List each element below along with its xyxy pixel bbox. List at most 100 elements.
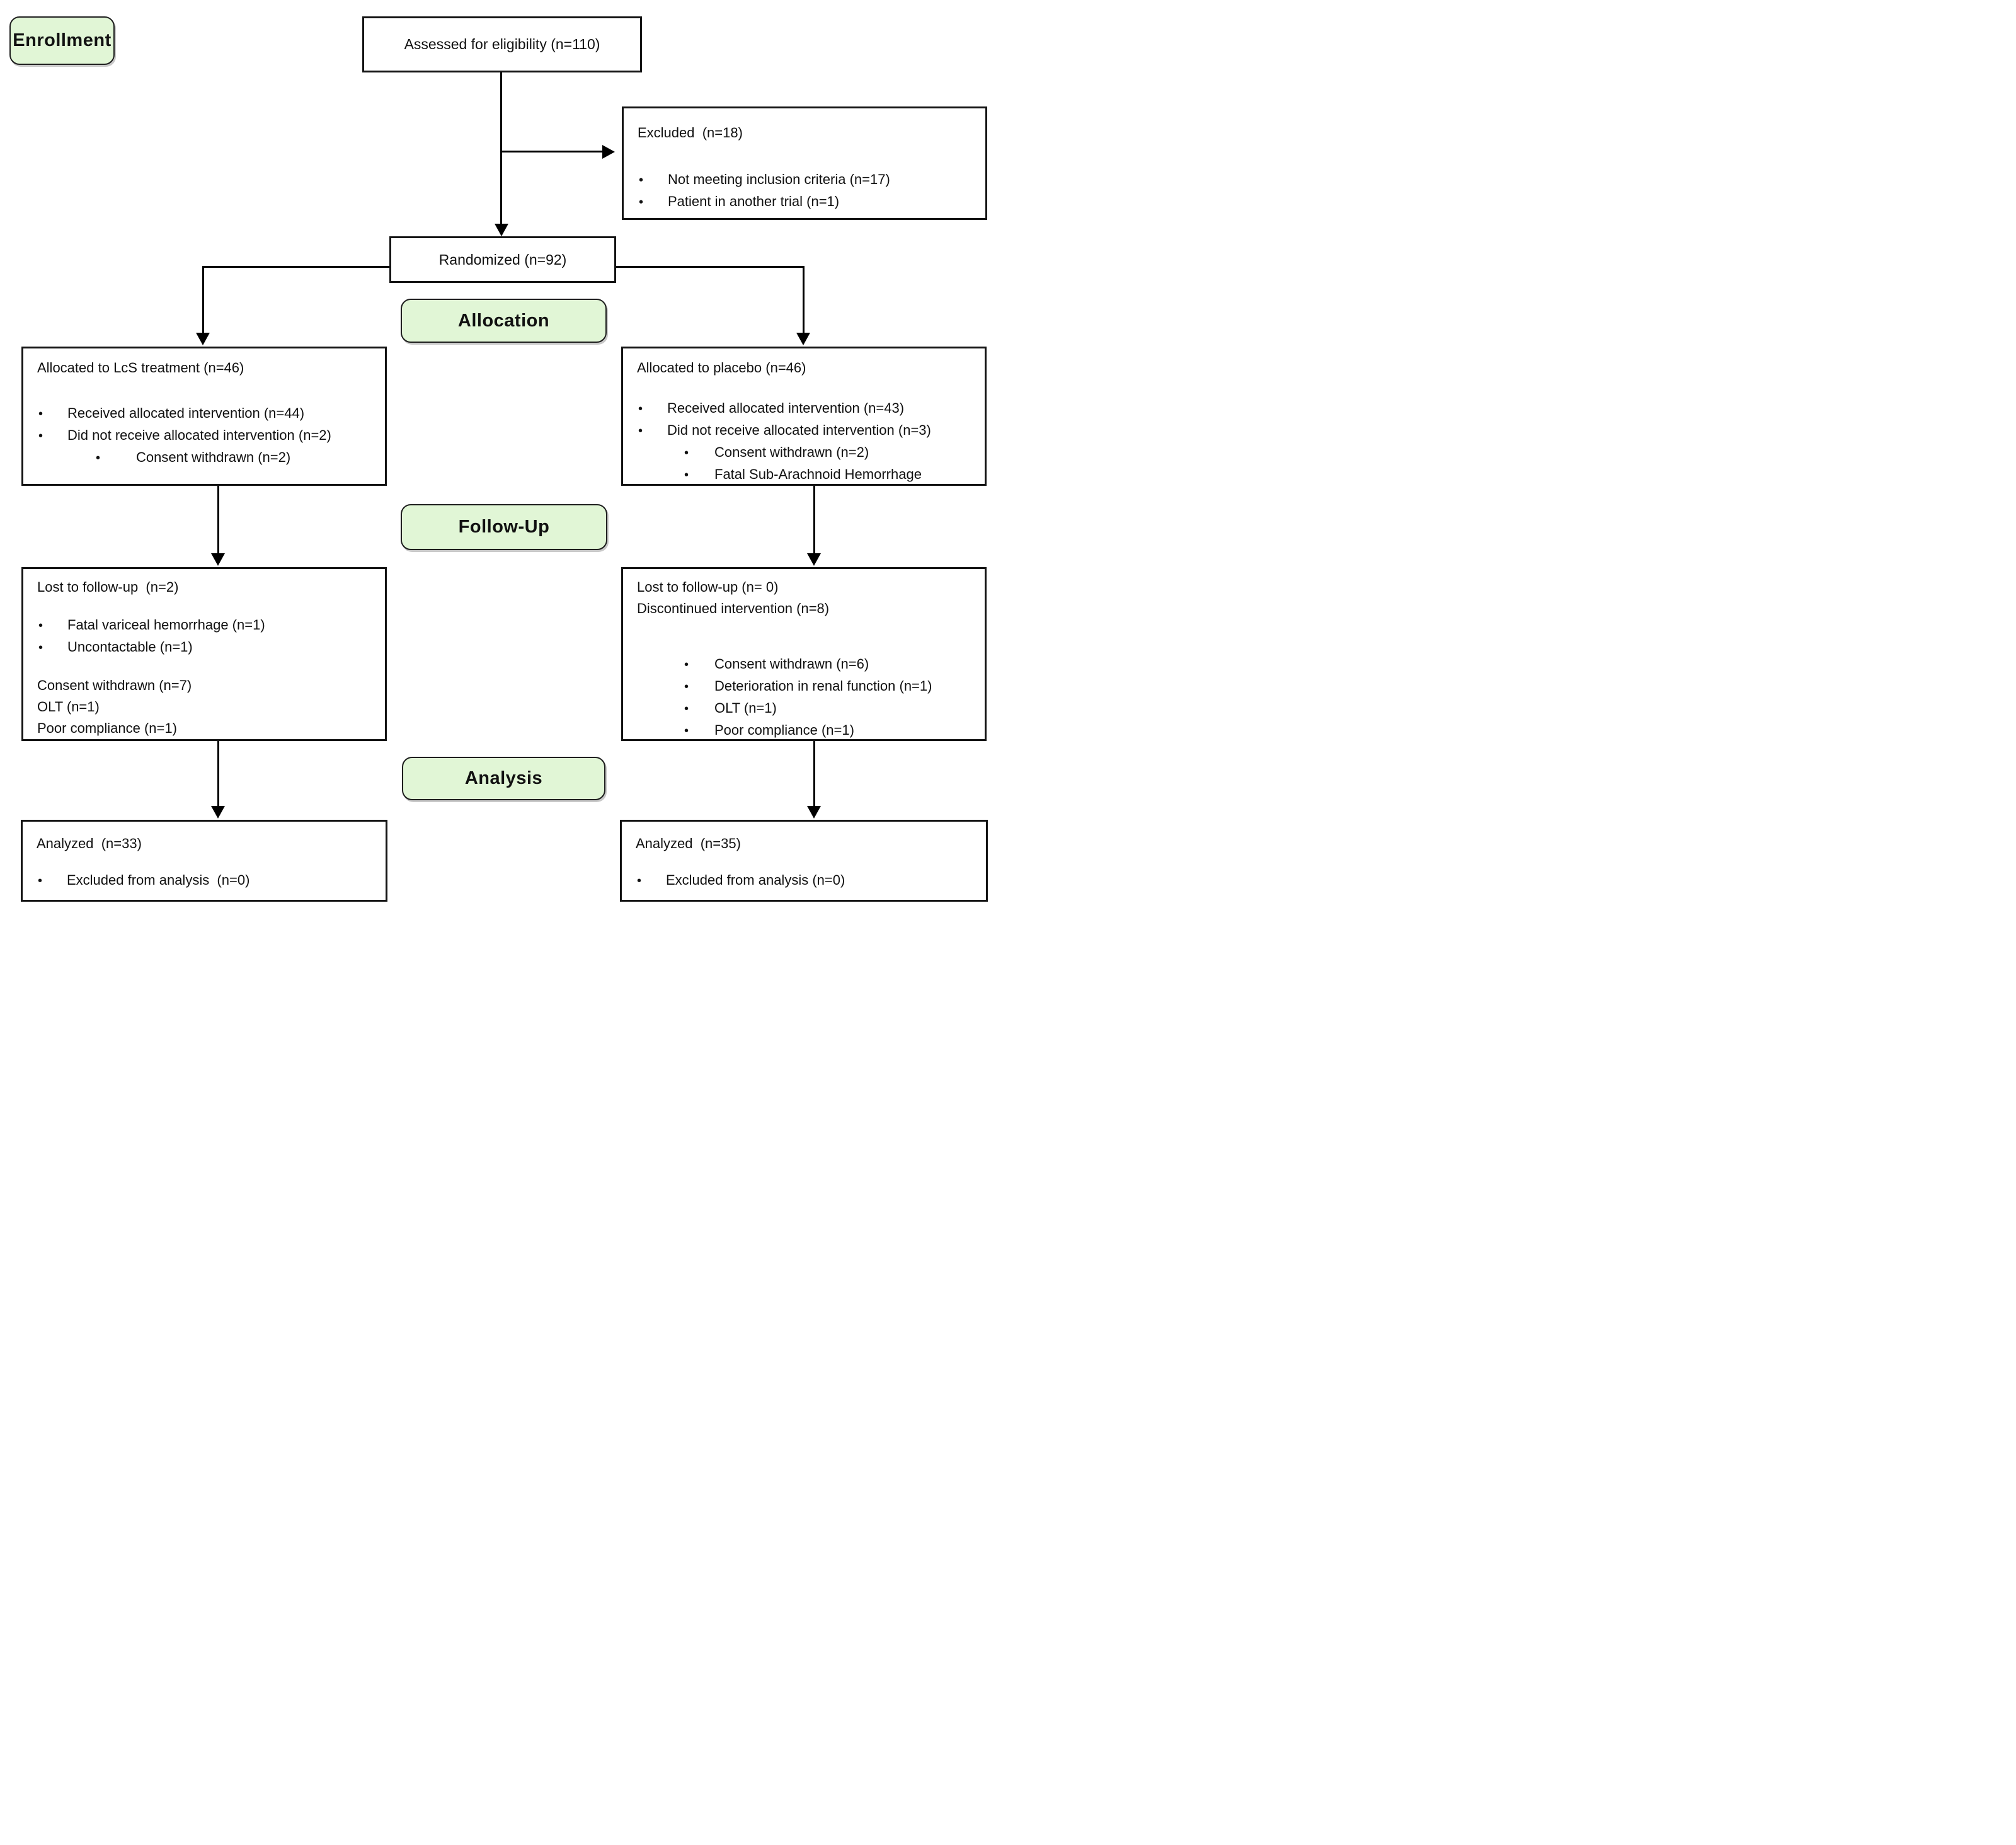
box-line: Discontinued intervention (n=8) <box>637 601 830 616</box>
bullet-dot: • <box>638 402 643 416</box>
arrow-to-excluded-line <box>501 151 604 152</box>
bullet-dot: • <box>96 451 101 465</box>
box-line: • Did not receive allocated intervention … <box>637 420 975 442</box>
lcs-followup-lines: Lost to follow-up (n=2) • Fatal variceal h… <box>23 569 385 739</box>
box-line: • Received allocated intervention (n=43) <box>637 398 975 420</box>
placebo-followup-box: Lost to follow-up (n= 0) Discontinued int… <box>621 567 987 741</box>
line-spacer <box>37 658 375 675</box>
arrow-to-excluded-head <box>602 144 615 159</box>
bullet-dot: • <box>38 874 43 888</box>
enrollment-stage-label: Enrollment <box>9 16 115 65</box>
branch-right-vertical <box>802 265 805 334</box>
bullet-text: Received allocated intervention (n=43) <box>667 400 905 416</box>
box-line: • Fatal variceal hemorrhage (n=1) <box>37 614 375 636</box>
lcs-allocation-box: Allocated to LcS treatment (n=46) • Receiv… <box>21 347 387 486</box>
lcs-analysis-box: Analyzed (n=33) • Excluded from analysis (… <box>21 820 387 902</box>
lcs-followup-box: Lost to follow-up (n=2) • Fatal variceal h… <box>21 567 387 741</box>
bullet-text: Consent withdrawn (n=2) <box>136 449 291 465</box>
followup-stage-text: Follow-Up <box>458 517 550 537</box>
bullet-text: Fatal Sub-Arachnoid Hemorrhage <box>714 466 922 482</box>
bullet-dot: • <box>639 195 644 209</box>
consort-flow-diagram: Enrollment Allocation Follow-Up Analysis… <box>0 0 1008 923</box>
box-line: Lost to follow-up (n= 0) <box>637 579 779 595</box>
box-line: • Deterioration in renal function (n=1) <box>637 675 975 698</box>
box-line: OLT (n=1) <box>37 699 100 715</box>
bullet-dot: • <box>38 619 43 633</box>
followup-stage-label: Follow-Up <box>401 504 607 550</box>
branch-left-horizontal <box>203 265 389 268</box>
box-line: Allocated to placebo (n=46) <box>637 360 806 376</box>
line-spacer <box>637 379 975 398</box>
bullet-text: Received allocated intervention (n=44) <box>67 405 305 421</box>
bullet-text: OLT (n=1) <box>714 700 777 716</box>
arrow-lcs-alloc-to-followup-head <box>211 553 225 566</box>
box-line: • Consent withdrawn (n=2) <box>37 447 375 469</box>
bullet-dot: • <box>639 173 644 187</box>
box-line: • Uncontactable (n=1) <box>37 636 375 658</box>
bullet-text: Patient in another trial (n=1) <box>668 193 840 209</box>
arrow-assessed-to-randomized-head <box>494 224 508 236</box>
arrow-placebo-followup-to-analysis-head <box>807 806 821 819</box>
box-line: •Not meeting inclusion criteria (n=17) <box>638 169 975 191</box>
lcs-allocation-lines: Allocated to LcS treatment (n=46) • Receiv… <box>23 348 385 469</box>
bullet-dot: • <box>684 658 689 672</box>
assessed-eligibility-box: Assessed for eligibility (n=110) <box>362 16 642 72</box>
box-line: • Consent withdrawn (n=2) <box>637 442 975 464</box>
box-line: • Excluded from analysis (n=0) <box>636 870 976 892</box>
box-line: • Excluded from analysis (n=0) <box>37 870 375 892</box>
box-line: • Fatal Sub-Arachnoid Hemorrhage <box>637 464 975 486</box>
bullet-text: Did not receive allocated intervention (… <box>67 427 331 443</box>
excluded-lines: Excluded (n=18) •Not meeting inclusion cr… <box>624 108 985 213</box>
bullet-text: Excluded from analysis (n=0) <box>666 872 845 888</box>
arrow-placebo-alloc-to-followup-head <box>807 553 821 566</box>
bullet-text: Fatal variceal hemorrhage (n=1) <box>67 617 265 633</box>
box-line: • OLT (n=1) <box>637 698 975 720</box>
bullet-text: Consent withdrawn (n=2) <box>714 444 869 460</box>
bullet-dot: • <box>638 424 643 438</box>
enrollment-stage-text: Enrollment <box>13 30 112 50</box>
branch-left-vertical <box>202 265 204 334</box>
excluded-box: Excluded (n=18) •Not meeting inclusion cr… <box>622 106 987 220</box>
bullet-text: Did not receive allocated intervention (… <box>667 422 931 438</box>
assessed-eligibility-text: Assessed for eligibility (n=110) <box>404 36 600 52</box>
bullet-dot: • <box>637 874 642 888</box>
analysis-stage-text: Analysis <box>464 768 543 788</box>
box-line: Allocated to LcS treatment (n=46) <box>37 360 244 376</box>
bullet-dot: • <box>38 429 43 443</box>
bullet-dot: • <box>684 702 689 716</box>
box-line: Excluded (n=18) <box>638 125 743 141</box>
placebo-analysis-lines: Analyzed (n=35) • Excluded from analysis (… <box>622 822 986 892</box>
box-line: Analyzed (n=33) <box>37 836 142 851</box>
bullet-dot: • <box>684 468 689 482</box>
arrow-lcs-alloc-to-followup-line <box>217 486 219 554</box>
bullet-text: Consent withdrawn (n=6) <box>714 656 869 672</box>
box-line: • Received allocated intervention (n=44) <box>37 403 375 425</box>
line-spacer <box>37 854 375 870</box>
bullet-dot: • <box>38 641 43 655</box>
branch-right-head <box>796 333 810 345</box>
bullet-dot: • <box>684 446 689 460</box>
bullet-dot: • <box>684 680 689 694</box>
bullet-text: Excluded from analysis (n=0) <box>67 872 250 888</box>
allocation-stage-text: Allocation <box>457 310 550 331</box>
box-line: • Consent withdrawn (n=6) <box>637 653 975 675</box>
branch-right-horizontal <box>616 265 803 268</box>
box-line: Lost to follow-up (n=2) <box>37 579 179 595</box>
bullet-text: Poor compliance (n=1) <box>714 722 854 738</box>
bullet-dot: • <box>38 407 43 421</box>
box-line: Analyzed (n=35) <box>636 836 741 851</box>
randomized-text: Randomized (n=92) <box>438 251 567 268</box>
arrow-assessed-to-randomized-line <box>500 72 502 224</box>
arrow-placebo-followup-to-analysis-line <box>813 741 815 807</box>
line-spacer <box>37 379 375 403</box>
bullet-text: Uncontactable (n=1) <box>67 639 193 655</box>
box-line: •Poor compliance (n=1) <box>637 720 975 742</box>
lcs-analysis-lines: Analyzed (n=33) • Excluded from analysis (… <box>23 822 386 892</box>
bullet-text: Deterioration in renal function (n=1) <box>714 678 932 694</box>
allocation-stage-label: Allocation <box>401 299 607 343</box>
line-spacer <box>37 598 375 614</box>
line-spacer <box>638 144 975 169</box>
box-line: Poor compliance (n=1) <box>37 720 177 736</box>
arrow-lcs-followup-to-analysis-head <box>211 806 225 819</box>
line-spacer <box>637 619 975 653</box>
